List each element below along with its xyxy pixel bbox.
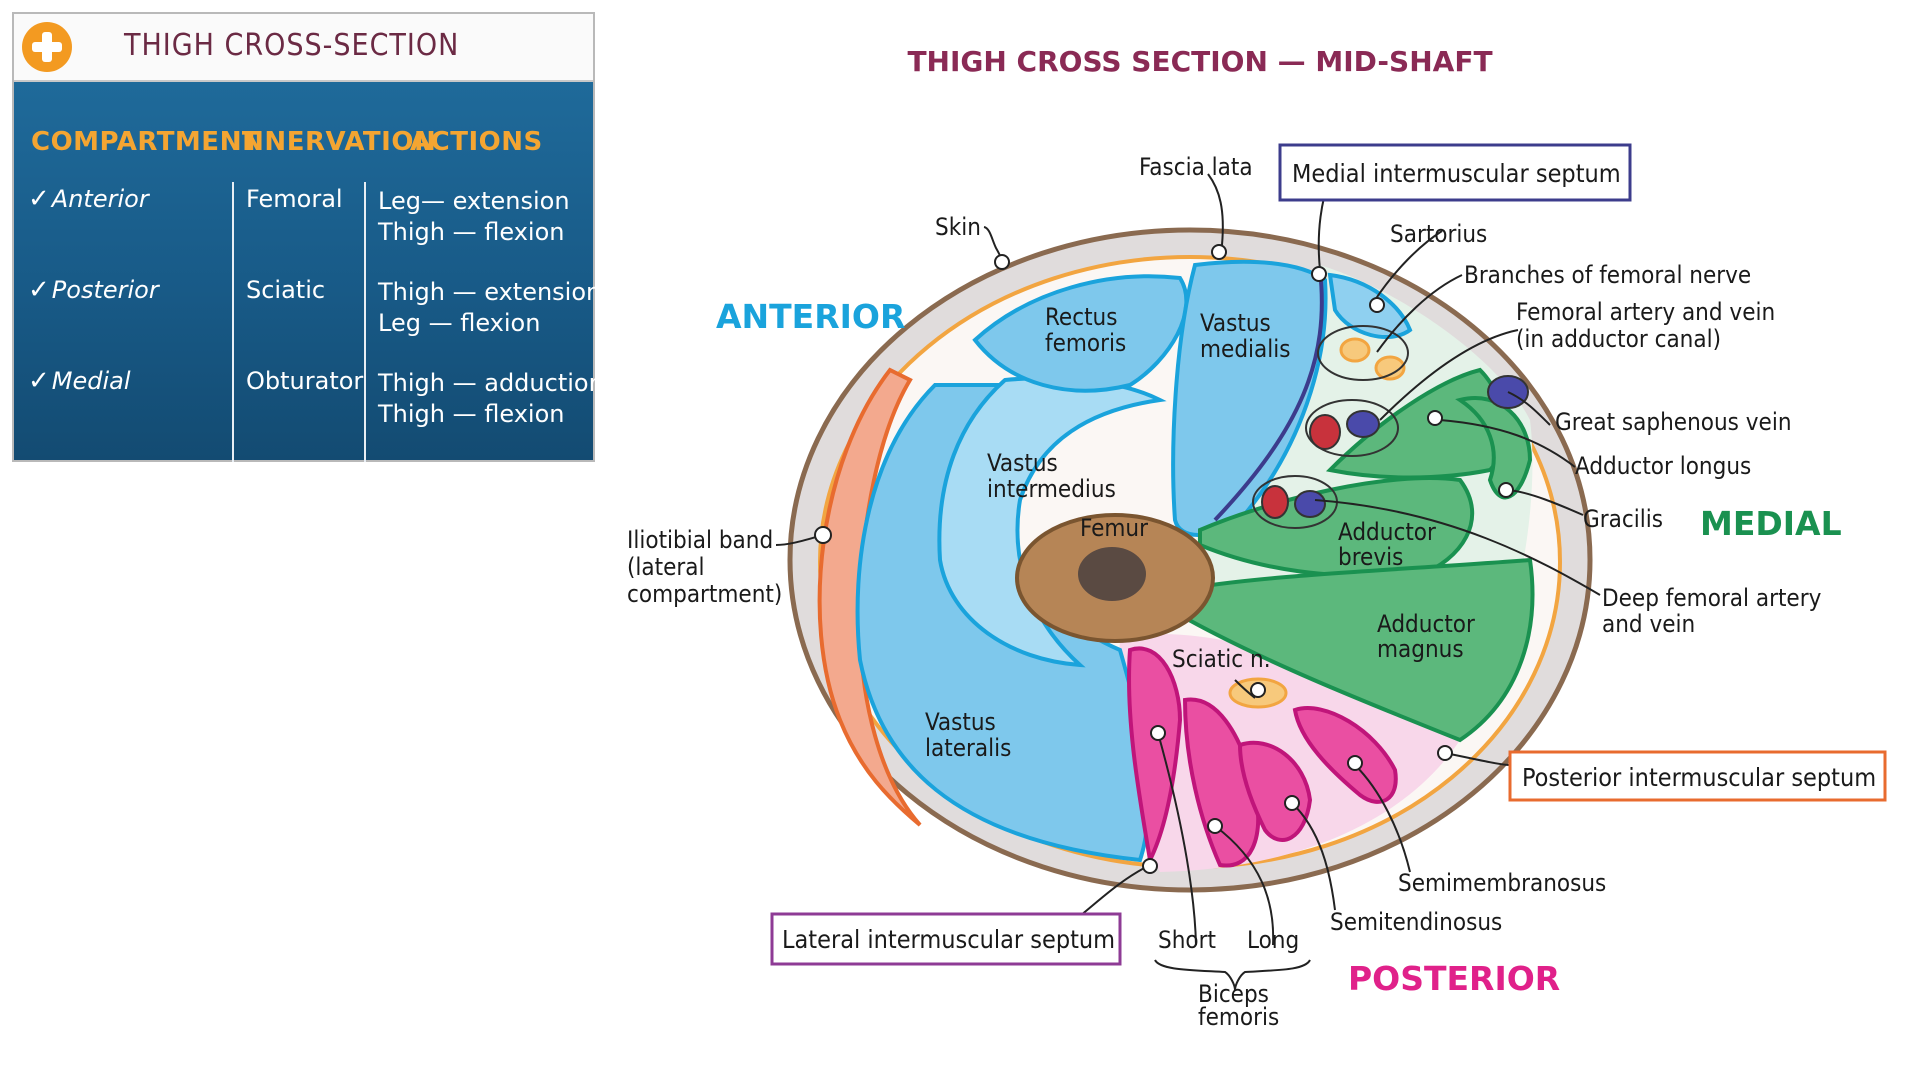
- biceps-brace: [1154, 959, 1311, 991]
- label-adductor-magnus: magnus: [1377, 635, 1464, 663]
- label-deep-femoral: Deep femoral artery: [1602, 584, 1822, 612]
- label-deep-femoral: and vein: [1602, 610, 1695, 638]
- check-icon: ✓: [28, 275, 50, 305]
- action-line: Thigh — flexion: [378, 218, 565, 246]
- label-semitendinosus: Semitendinosus: [1330, 908, 1502, 936]
- region-posterior: POSTERIOR: [1348, 959, 1560, 998]
- compartment-anterior: ✓Anterior: [28, 184, 149, 214]
- label-great-saphenous-vein: Great saphenous vein: [1555, 408, 1792, 436]
- label-gracilis: Gracilis: [1583, 505, 1663, 533]
- action-line: Thigh — extension: [378, 278, 602, 306]
- check-icon: ✓: [28, 184, 50, 214]
- label-iliotibial-band: Iliotibial band: [627, 526, 773, 554]
- compartment-posterior: ✓Posterior: [28, 275, 159, 305]
- label-femoral-artery-vein: Femoral artery and vein: [1516, 298, 1775, 326]
- semimembranosus-muscle: [1292, 706, 1398, 804]
- label-skin: Skin: [935, 213, 981, 241]
- action-line: Leg— extension: [378, 187, 570, 215]
- action-line: Thigh — flexion: [378, 400, 565, 428]
- label-semimembranosus: Semimembranosus: [1398, 869, 1606, 897]
- lateral-septum-box: [770, 912, 1122, 966]
- label-adductor-brevis: Adductor: [1338, 518, 1436, 546]
- label-vastus-intermedius: intermedius: [987, 475, 1116, 503]
- label-vastus-medialis: Vastus: [1200, 309, 1271, 337]
- femoral-nerve-branch: [1374, 355, 1406, 381]
- column-divider: [364, 182, 366, 462]
- label-femur: Femur: [1080, 514, 1148, 542]
- label-rectus-femoris: Rectus: [1045, 303, 1117, 331]
- deep-femoral-vein: [1294, 490, 1326, 518]
- leader-endpoints: [814, 244, 1514, 874]
- label-sartorius: Sartorius: [1390, 220, 1487, 248]
- medial-septum-box: [1278, 143, 1632, 202]
- region-anterior: ANTERIOR: [716, 297, 905, 336]
- header-compartment: COMPARTMENT: [31, 127, 261, 157]
- label-biceps-long: Long: [1247, 926, 1299, 954]
- header-actions: ACTIONS: [410, 127, 543, 157]
- action-line: Thigh — adduction: [378, 369, 604, 397]
- label-posterior-septum: Posterior intermuscular septum: [1522, 763, 1876, 792]
- label-rectus-femoris: femoris: [1045, 329, 1126, 357]
- label-femoral-artery-vein: (in adductor canal): [1516, 325, 1721, 353]
- header-innervation: INNERVATION: [232, 127, 437, 157]
- label-adductor-longus: Adductor longus: [1575, 452, 1751, 480]
- summary-panel: THIGH CROSS-SECTION COMPARTMENT INNERVAT…: [12, 12, 604, 462]
- label-iliotibial-band: (lateral: [627, 553, 705, 581]
- label-iliotibial-band: compartment): [627, 580, 782, 608]
- action-line: Leg — flexion: [378, 309, 541, 337]
- femoral-artery: [1309, 414, 1341, 450]
- label-vastus-medialis: medialis: [1200, 335, 1291, 363]
- label-lateral-septum: Lateral intermuscular septum: [782, 925, 1115, 954]
- diagram-title: THIGH CROSS SECTION — MID-SHAFT: [907, 45, 1492, 78]
- panel-title: THIGH CROSS-SECTION: [124, 28, 460, 63]
- biceps-femoris-short-head: [1127, 646, 1183, 867]
- label-sciatic-nerve: Sciatic n.: [1172, 645, 1271, 673]
- label-medial-septum: Medial intermuscular septum: [1292, 159, 1621, 188]
- nerve-outline: [1317, 325, 1409, 381]
- label-fascia-lata: Fascia lata: [1139, 153, 1253, 181]
- femoral-vein: [1346, 410, 1380, 438]
- vessel-outline: [1305, 399, 1399, 457]
- label-branches-femoral-nerve: Branches of femoral nerve: [1464, 261, 1751, 289]
- label-biceps-short: Short: [1158, 926, 1216, 954]
- label-adductor-magnus: Adductor: [1377, 610, 1475, 638]
- medial-intermuscular-septum: [1213, 269, 1324, 522]
- femoral-nerve-branch: [1339, 337, 1371, 363]
- adductor-magnus-muscle: [1178, 557, 1535, 743]
- semitendinosus-muscle: [1237, 740, 1313, 842]
- posterior-septum-box: [1508, 750, 1887, 802]
- check-icon: ✓: [28, 366, 50, 396]
- innervation-sciatic: Sciatic: [246, 276, 326, 304]
- label-adductor-brevis: brevis: [1338, 543, 1403, 571]
- label-vastus-intermedius: Vastus: [987, 449, 1058, 477]
- panel-header: THIGH CROSS-SECTION: [14, 14, 593, 82]
- biceps-femoris-long-head: [1182, 697, 1261, 868]
- innervation-obturator: Obturator: [246, 367, 364, 395]
- label-vastus-lateralis: lateralis: [925, 734, 1011, 762]
- label-vastus-lateralis: Vastus: [925, 708, 996, 736]
- column-divider: [232, 182, 234, 462]
- label-biceps-femoris: femoris: [1198, 1003, 1279, 1031]
- innervation-femoral: Femoral: [246, 185, 343, 213]
- plus-icon: [22, 22, 72, 72]
- compartment-medial: ✓Medial: [28, 366, 131, 396]
- femur-marrow: [1078, 547, 1146, 601]
- region-medial: MEDIAL: [1700, 504, 1842, 543]
- deep-femoral-artery: [1261, 485, 1289, 519]
- compartment-table: COMPARTMENT INNERVATION ACTIONS ✓Anterio…: [14, 82, 604, 462]
